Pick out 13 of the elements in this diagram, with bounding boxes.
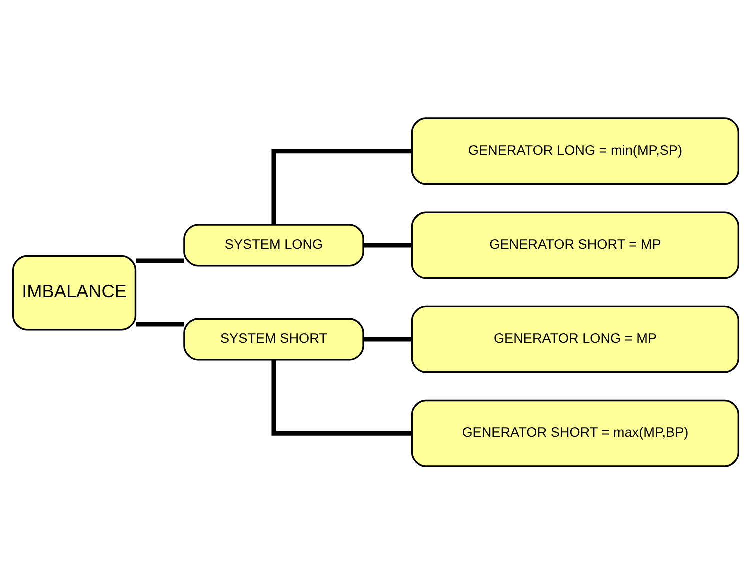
- node-box: SYSTEM LONG: [184, 224, 364, 266]
- node-box: IMBALANCE: [12, 254, 137, 330]
- connector: [364, 242, 412, 248]
- node-box: GENERATOR SHORT = MP: [411, 211, 740, 279]
- node-box: GENERATOR LONG = min(MP,SP): [411, 117, 740, 185]
- node-box: GENERATOR LONG = MP: [411, 305, 740, 373]
- connector: [364, 336, 412, 342]
- connector: [272, 148, 412, 225]
- node-box: SYSTEM SHORT: [184, 318, 364, 360]
- connector: [136, 322, 184, 326]
- connector: [272, 359, 412, 436]
- node-box: GENERATOR SHORT = max(MP,BP): [411, 399, 740, 467]
- connector: [136, 258, 184, 263]
